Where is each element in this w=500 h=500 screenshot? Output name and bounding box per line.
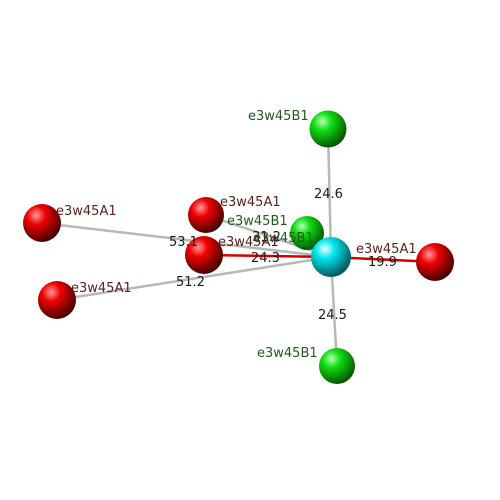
atom-cl-bottom[interactable] — [319, 348, 355, 384]
atom-o-far-left[interactable] — [23, 204, 61, 242]
atom-label-cl-mid: e3w45B1 — [227, 214, 288, 229]
atom-label-cl-back: e3w45B1 — [253, 231, 314, 246]
bond-center-o-upper-mid — [205, 213, 332, 259]
distance-labels: 24.6 24.5 19.9 24.3 53.1 51.2 31.2 — [169, 187, 397, 323]
distance-label-o-far-left: 53.1 — [169, 235, 198, 250]
atom-label-o-upper-mid: e3w45A1 — [220, 195, 281, 210]
atom-labels: e3w45B1 e3w45B1 e3w45B1 e3w45B1 e3w45A1 … — [56, 109, 417, 361]
distance-label-cl-bottom: 24.5 — [318, 308, 347, 323]
distance-label-o-center-left: 24.3 — [251, 251, 280, 266]
atoms-layer — [23, 110, 454, 384]
atom-o-center-left[interactable] — [185, 236, 223, 274]
bond-center-o-lower-left — [56, 255, 332, 302]
distance-label-o-right: 19.9 — [368, 255, 397, 270]
atom-o-upper-mid[interactable] — [188, 197, 224, 233]
atom-label-o-right: e3w45A1 — [356, 242, 417, 257]
distance-label-cl-top: 24.6 — [314, 187, 343, 202]
atom-center[interactable] — [311, 237, 351, 277]
distance-label-o-lower-left: 51.2 — [176, 275, 205, 290]
bond-center-o-center-left — [203, 253, 332, 259]
distance-label-o-upper-mid: 31.2 — [252, 230, 281, 245]
atom-o-lower-left[interactable] — [38, 281, 76, 319]
atom-cl-top[interactable] — [309, 110, 347, 148]
atom-o-right[interactable] — [416, 243, 454, 281]
atom-label-cl-bottom: e3w45B1 — [257, 346, 318, 361]
atom-label-o-center-left: e3w45A1 — [218, 235, 279, 250]
bond-center-o-far-left — [41, 221, 332, 259]
atom-label-o-lower-left: e3w45A1 — [71, 281, 132, 296]
atom-cl-mid[interactable] — [290, 216, 324, 250]
atom-label-o-far-left: e3w45A1 — [56, 204, 117, 219]
atom-label-cl-top: e3w45B1 — [248, 109, 309, 124]
bond-center-cl-top — [326, 128, 333, 258]
